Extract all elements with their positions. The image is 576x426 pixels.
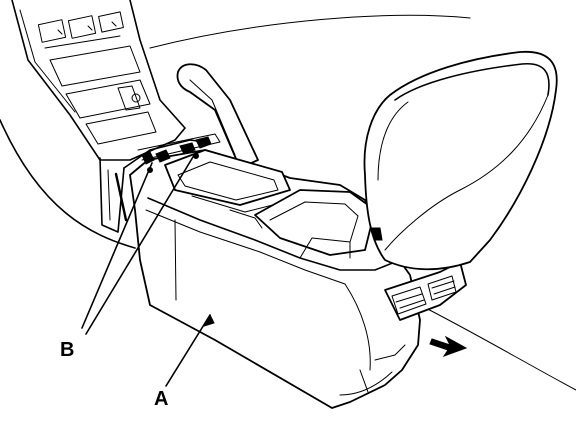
armrest-lid <box>363 50 558 271</box>
center-stack <box>11 0 186 161</box>
leader-lines <box>81 151 215 387</box>
pull-direction-arrow <box>429 335 468 357</box>
console-clips <box>137 133 221 173</box>
callout-a: A <box>154 388 168 410</box>
console-body <box>129 149 467 409</box>
callout-b: B <box>60 339 74 361</box>
